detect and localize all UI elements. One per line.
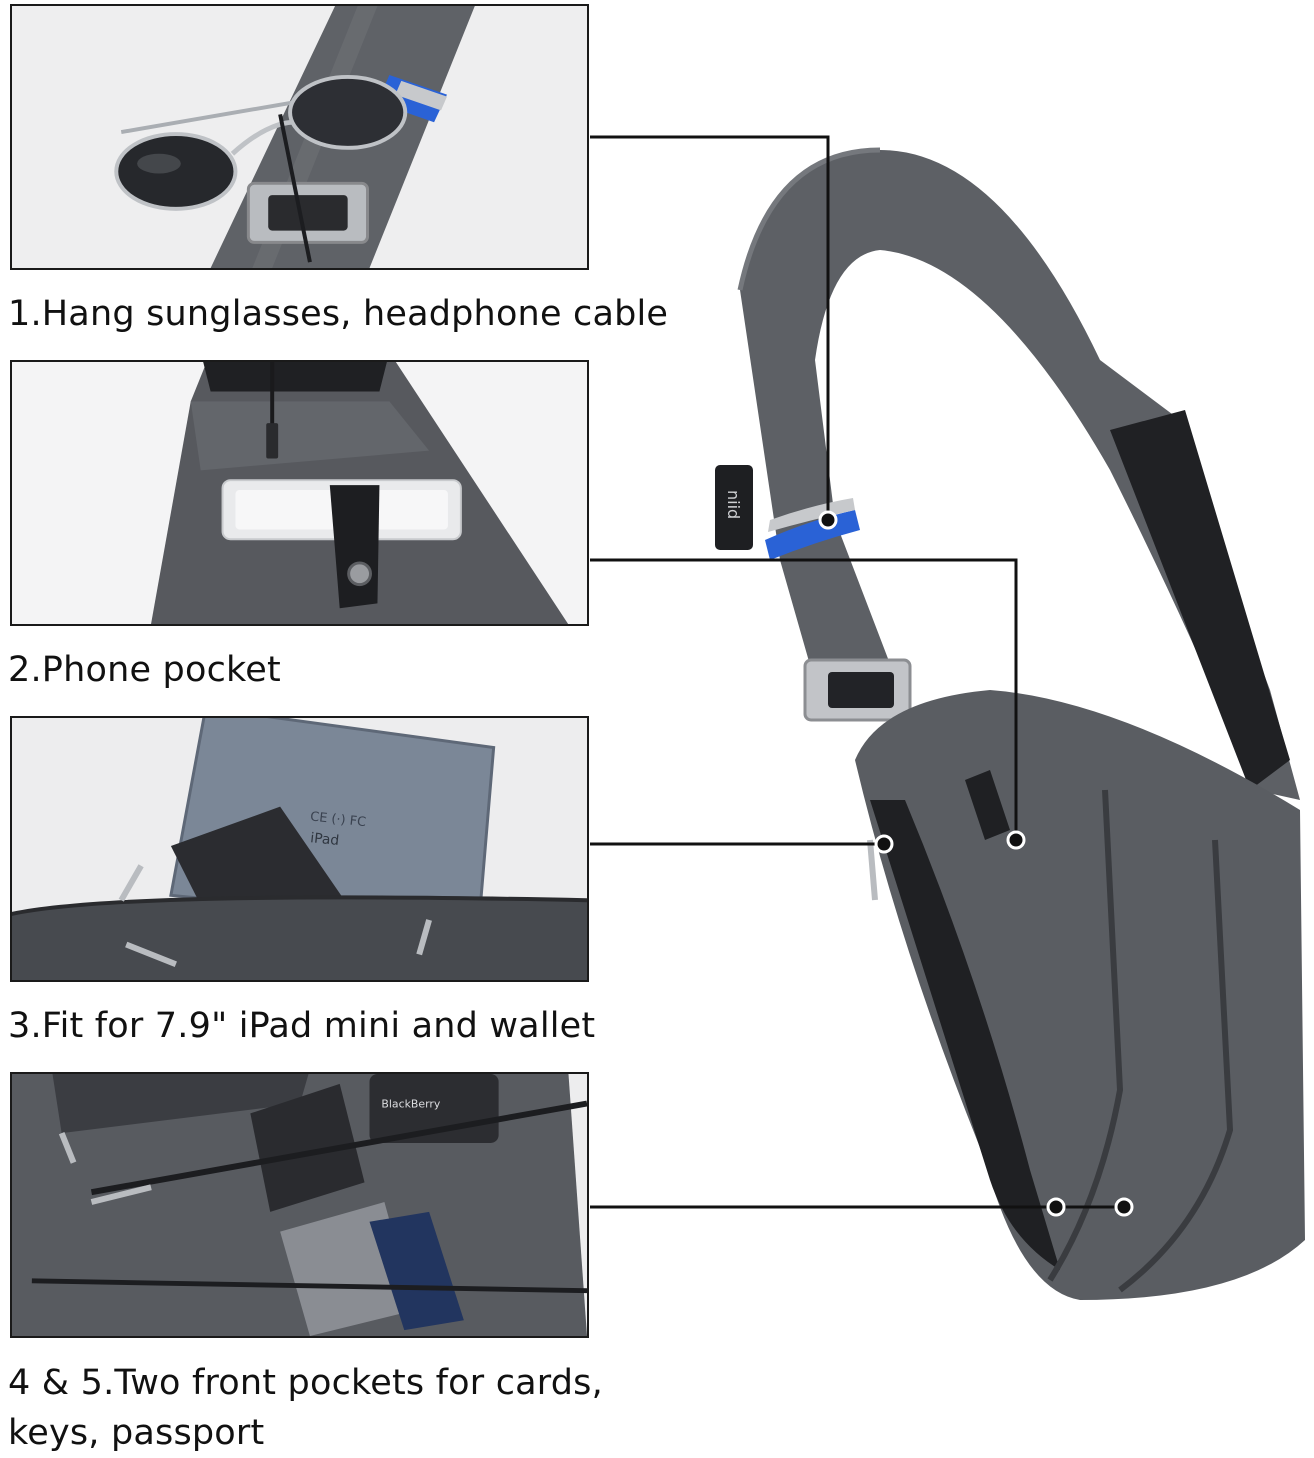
callout-dot-3 [874,834,894,854]
feature-caption-3: 3.Fit for 7.9" iPad mini and wallet [8,1006,596,1046]
callout-dot-2 [1006,830,1026,850]
phone-brand-text: BlackBerry [381,1098,440,1111]
callout-dot-1 [818,510,838,530]
strap-logo-text: niid [724,490,743,519]
phone-pocket-tab [965,770,1010,840]
svg-text:CE (·) FC: CE (·) FC [310,810,367,831]
tablet-model-text: iPad [310,830,340,849]
strap-logo-tab [715,465,753,550]
feature-image-sunglasses-strap [10,4,589,270]
zipper-pull [867,839,878,901]
feature-image-front-pockets: BlackBerry [10,1072,589,1338]
feature-image-phone-pocket [10,360,589,626]
feature-caption-2: 2.Phone pocket [8,650,281,690]
feature-image-ipad-wallet: CE (·) FC iPad [10,716,589,982]
bag-body [855,690,1305,1300]
sling-bag-product-view: niid [590,0,1314,1340]
callout-dot-5 [1114,1197,1134,1217]
callout-lines [590,135,1124,1209]
callout-line-2 [590,558,1018,838]
feature-caption-1: 1.Hang sunglasses, headphone cable [8,294,669,334]
callout-dot-4 [1046,1197,1066,1217]
feature-caption-4-5: 4 & 5.Two front pockets for cards, keys,… [8,1363,603,1453]
callout-line-1 [590,135,830,520]
